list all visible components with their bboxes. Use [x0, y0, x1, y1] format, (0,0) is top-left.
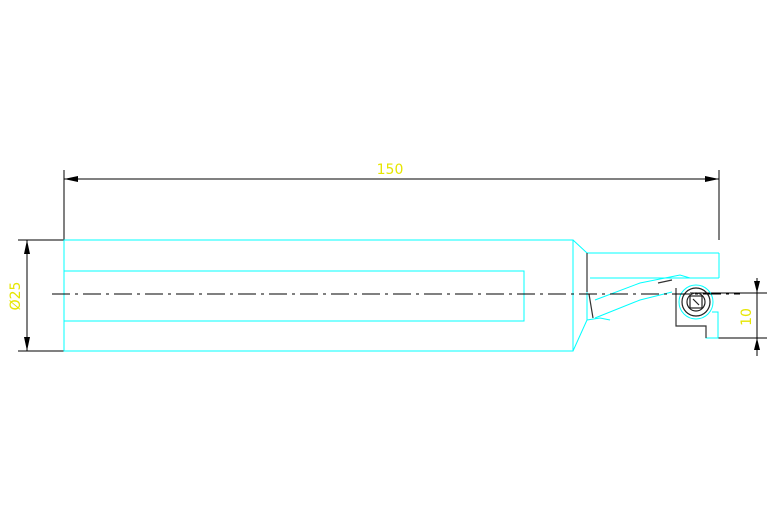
insert-pocket [594, 274, 691, 319]
screw-icon [681, 287, 711, 317]
length-dimension [63, 170, 720, 240]
neck-details [586, 253, 707, 338]
offset-dimension [690, 278, 767, 356]
diameter-arrow-bottom [24, 337, 30, 351]
offset-arrow-top [754, 281, 760, 293]
offset-arrow-bottom [754, 338, 760, 350]
diameter-dimension [18, 239, 64, 352]
insert-dark-edge [675, 288, 707, 338]
length-arrow-left [64, 176, 78, 182]
diameter-arrow-top [24, 240, 30, 254]
length-arrow-right [705, 176, 719, 182]
offset-dimension-text: 10 [739, 308, 755, 326]
tool-body [63, 239, 720, 352]
screw-slot [692, 298, 700, 306]
neck-taper-bottom [572, 319, 588, 352]
head-lower-profile [586, 317, 611, 321]
shank-flat [63, 270, 525, 322]
length-dimension-text: 150 [377, 162, 404, 178]
insert-screw-outer [678, 284, 714, 320]
screw-inner-ring [686, 292, 706, 312]
screw-socket [689, 295, 703, 309]
screw-ring [681, 287, 711, 317]
shank-outline [63, 239, 574, 352]
insert-dark-edge-2 [657, 279, 673, 284]
neck-taper-top [572, 239, 588, 254]
neck-shoulder-line-2 [588, 293, 594, 319]
diameter-dimension-text: Ø25 [8, 282, 24, 311]
